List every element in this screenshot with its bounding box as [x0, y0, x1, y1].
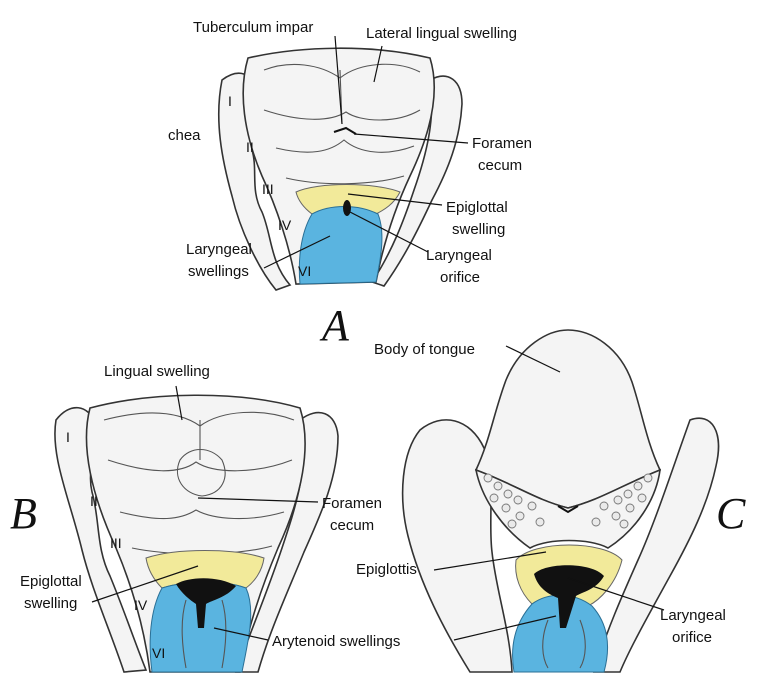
panel-b-arch-contour-2 [119, 509, 285, 520]
label-trachea-fragment: chea [168, 127, 201, 144]
label-lateral-lingual-swelling: Lateral lingual swelling [366, 25, 517, 42]
label-a-laryngeal-orifice-line1: Laryngeal [426, 247, 492, 264]
leader-arytenoid-swellings [213, 627, 269, 641]
label-arytenoid-swellings: Arytenoid swellings [272, 633, 400, 650]
panel-c-letter: C [716, 489, 746, 538]
panel-b-arch-VI: VI [152, 645, 165, 661]
panel-b-arch-II: II [90, 493, 98, 509]
label-a-laryngeal-swellings-line1: Laryngeal [186, 241, 252, 258]
panel-a-arch-III: III [262, 181, 274, 197]
panel-a-arch-II: II [246, 139, 254, 155]
leader-epiglottis [433, 551, 547, 571]
panel-b-letter: B [10, 489, 37, 538]
label-tuberculum-impar: Tuberculum impar [193, 19, 313, 36]
leader-c-laryngeal-orifice [567, 577, 665, 611]
panel-a-pharynx-floor [242, 47, 435, 285]
panel-b-arytenoid-fold-left [181, 599, 187, 669]
panel-b: I II III IV VI Lingual swelling Foramen … [10, 363, 400, 673]
panel-a-right-arch [370, 75, 463, 287]
panel-a-arch-VI: VI [298, 263, 311, 279]
panel-b-arytenoid-fold-right [221, 599, 227, 669]
panel-c-lingual-nodules [483, 473, 653, 529]
label-body-of-tongue: Body of tongue [374, 341, 475, 358]
label-a-epiglottal-line2: swelling [452, 221, 505, 238]
panel-b-arch-IV: IV [134, 597, 148, 613]
leader-a-laryngeal-orifice [349, 211, 429, 253]
label-b-epiglottal-line1: Epiglottal [20, 573, 82, 590]
panel-c-right-fold [592, 417, 720, 673]
label-b-foramen-line2: cecum [330, 517, 374, 534]
panel-c-arytenoid-fold-right [579, 619, 586, 669]
label-a-laryngeal-orifice-line2: orifice [440, 269, 480, 286]
label-lingual-swelling: Lingual swelling [104, 363, 210, 380]
panel-b-right-arch [234, 411, 339, 673]
leader-a-laryngeal-swellings [263, 235, 331, 269]
panel-c-tongue-root [474, 468, 661, 549]
panel-b-laryngeal-orifice [176, 578, 236, 628]
label-c-laryngeal-orifice-line2: orifice [672, 629, 712, 646]
leader-lateral-lingual-swelling [373, 45, 383, 83]
leader-b-epiglottal-swelling [91, 565, 199, 603]
panel-b-swelling-contour [107, 459, 293, 472]
panel-a-arch-contour-3 [285, 175, 405, 185]
leader-tuberculum-impar [334, 35, 343, 125]
panel-a-arch-I: I [228, 93, 232, 109]
leader-b-foramen-cecum [197, 497, 319, 503]
label-epiglottis: Epiglottis [356, 561, 417, 578]
panel-a-arch-IV: IV [278, 217, 292, 233]
leader-lingual-swelling [175, 385, 183, 421]
panel-c-arytenoid-fold-left [542, 619, 549, 669]
panel-a-swelling-contour [263, 109, 421, 121]
label-a-laryngeal-swellings-line2: swellings [188, 263, 249, 280]
panel-a-letter: A [319, 301, 350, 350]
label-b-foramen-line1: Foramen [322, 495, 382, 512]
panel-b-arch-I: I [66, 429, 70, 445]
leader-body-of-tongue [505, 345, 561, 373]
panel-c: Body of tongue Epiglottis Laryngeal orif… [356, 329, 746, 673]
label-a-epiglottal-line1: Epiglottal [446, 199, 508, 216]
leader-c-arytenoid-swellings [453, 615, 557, 641]
label-c-laryngeal-orifice-line1: Laryngeal [660, 607, 726, 624]
panel-c-foramen-cecum [557, 505, 579, 514]
label-b-epiglottal-line2: swelling [24, 595, 77, 612]
leader-a-foramen-cecum [353, 133, 469, 144]
panel-a-foramen-cecum-mark [333, 126, 357, 135]
panel-a-arch-contour-2 [275, 139, 415, 153]
panel-c-laryngeal-orifice [534, 565, 604, 628]
panel-a: I II III IV VI Tuberculum impar Lateral … [168, 19, 532, 350]
panel-a-laryngeal-orifice [343, 200, 351, 216]
label-a-foramen-line1: Foramen [472, 135, 532, 152]
label-a-foramen-line2: cecum [478, 157, 522, 174]
panel-b-arch-III: III [110, 535, 122, 551]
leader-a-epiglottal-swelling [347, 193, 443, 206]
